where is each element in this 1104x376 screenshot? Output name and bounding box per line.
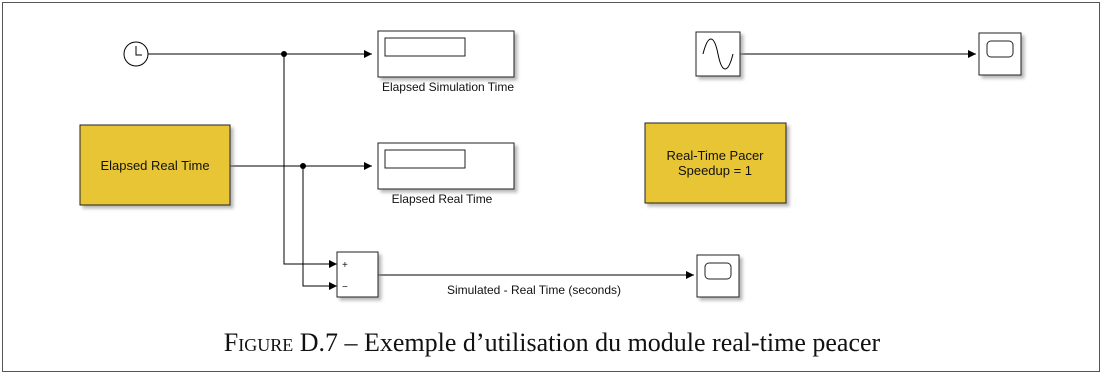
- branch-point-clock: [281, 51, 287, 57]
- sum-block[interactable]: + −: [336, 251, 379, 298]
- scope-icon: [986, 40, 1014, 58]
- display-readout: [384, 149, 466, 169]
- figure-label: Figure D.7: [223, 328, 338, 357]
- scope-difference[interactable]: [696, 254, 740, 298]
- label-elapsed-real-time: Elapsed Real Time: [392, 192, 493, 206]
- pacer-label-line2: Speedup = 1: [678, 163, 752, 178]
- display-elapsed-real-time[interactable]: [377, 142, 515, 190]
- sine-wave-block[interactable]: [695, 31, 741, 77]
- elapsed-real-time-block-label: Elapsed Real Time: [100, 158, 209, 173]
- signal-wires: [148, 50, 976, 290]
- sum-plus-sign: +: [342, 260, 348, 271]
- sum-minus-sign: −: [342, 282, 348, 293]
- real-time-pacer-block[interactable]: Real-Time Pacer Speedup = 1: [644, 122, 787, 204]
- label-difference-signal: Simulated - Real Time (seconds): [447, 283, 621, 297]
- wire-real-to-sum-minus: [302, 166, 337, 290]
- caption-text: Exemple d’utilisation du module real-tim…: [364, 328, 881, 357]
- clock-hands: [135, 46, 142, 56]
- branch-point-real: [300, 163, 306, 169]
- sine-wave-icon: [702, 38, 734, 70]
- pacer-label-line1: Real-Time Pacer: [666, 148, 764, 163]
- display-readout: [384, 37, 466, 57]
- scope-sine[interactable]: [978, 32, 1022, 76]
- label-elapsed-simulation-time: Elapsed Simulation Time: [382, 80, 514, 94]
- elapsed-real-time-block[interactable]: Elapsed Real Time: [79, 124, 231, 206]
- caption-separator: –: [338, 328, 364, 357]
- clock-block[interactable]: [123, 41, 149, 67]
- display-elapsed-simulation-time[interactable]: [377, 30, 515, 78]
- scope-icon: [704, 262, 732, 280]
- figure-caption: Figure D.7 – Exemple d’utilisation du mo…: [0, 328, 1104, 358]
- wire-clock-to-sum-plus: [283, 54, 337, 268]
